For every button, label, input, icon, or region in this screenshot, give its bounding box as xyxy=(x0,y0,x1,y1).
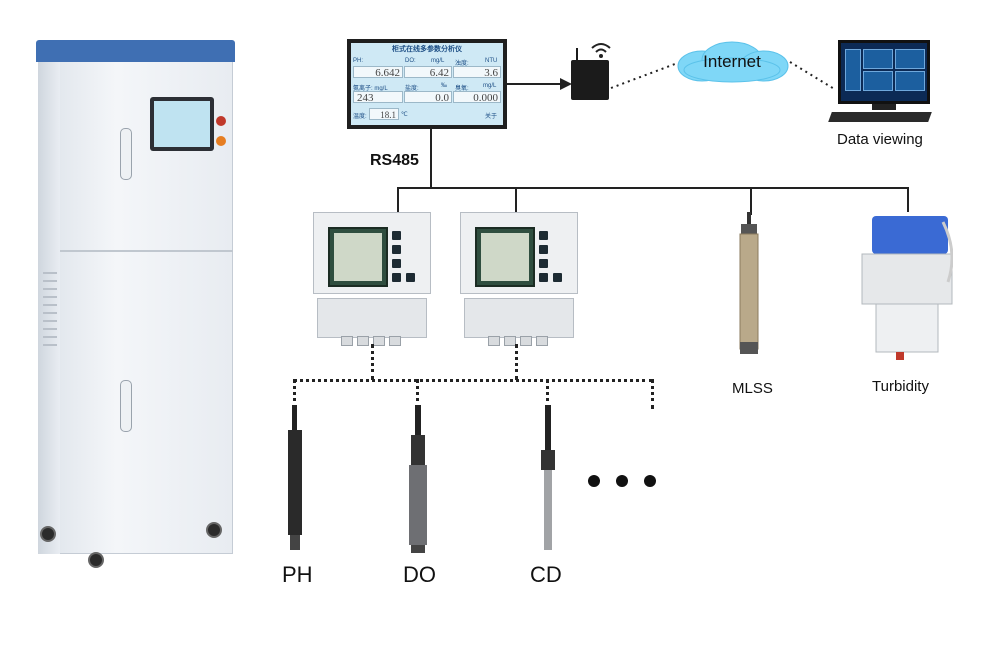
cd-probe-icon xyxy=(541,405,555,550)
cd-label: CD xyxy=(530,562,562,587)
ozone-label: 臭氧: xyxy=(455,86,469,92)
caster-wheel-icon xyxy=(40,526,56,542)
salinity-label: 盐度: xyxy=(405,86,419,92)
analyzer-controller xyxy=(460,212,578,346)
turbidity-value: 3.6 xyxy=(453,66,501,79)
arrow-head-icon xyxy=(560,78,572,90)
hmi-title: 柜式在线多参数分析仪 xyxy=(392,46,462,53)
do-value: 6.42 xyxy=(404,66,452,79)
ellipsis-icon xyxy=(616,475,628,487)
do-unit: mg/L xyxy=(431,58,445,64)
emergency-button-icon xyxy=(216,116,226,126)
cabinet-top-panel xyxy=(36,40,235,62)
bus-trunk xyxy=(430,129,432,188)
ozone-value: 0.000 xyxy=(453,91,501,104)
ozone-unit: mg/L xyxy=(483,83,497,89)
rs485-label: RS485 xyxy=(370,152,419,169)
turbidity-sensor-icon xyxy=(861,216,953,360)
internet-link xyxy=(789,61,837,91)
about-button[interactable]: 关于 xyxy=(485,114,498,120)
internet-cloud-icon: Internet xyxy=(672,40,792,84)
turbidity-label: Turbidity xyxy=(872,378,929,395)
cabinet-side xyxy=(38,62,60,554)
power-button-icon xyxy=(216,136,226,146)
caster-wheel-icon xyxy=(88,552,104,568)
salinity-unit: ‰ xyxy=(441,83,447,89)
keyboard-icon xyxy=(828,112,932,122)
lower-door-handle xyxy=(120,380,132,432)
analyzer-controller xyxy=(313,212,431,346)
temperature-unit: ℃ xyxy=(401,112,408,118)
wireless-link xyxy=(610,63,676,89)
do-label: DO xyxy=(403,562,436,587)
ph-label: PH: xyxy=(353,58,364,64)
ammonium-label: 氨离子: mg/L xyxy=(353,86,388,92)
cabinet-touch-screen xyxy=(150,97,214,151)
ammonium-value: 243 xyxy=(353,91,403,104)
hmi-display: 柜式在线多参数分析仪 PH: DO: mg/L 浊度: NTU 6.642 6.… xyxy=(347,39,507,129)
cabinet-door-divider xyxy=(60,250,233,252)
do-label: DO: xyxy=(405,58,416,64)
connector-line xyxy=(507,83,565,85)
wifi-router-icon xyxy=(571,48,609,100)
probe-wiring xyxy=(293,379,653,382)
ph-probe-icon xyxy=(288,405,302,550)
analyzer-cabinet xyxy=(36,40,235,568)
mlss-sensor-icon xyxy=(739,212,759,354)
ellipsis-icon xyxy=(588,475,600,487)
ellipsis-icon xyxy=(644,475,656,487)
upper-door-handle xyxy=(120,128,132,180)
temperature-value: 18.1 xyxy=(369,108,399,120)
hmi-screen: 柜式在线多参数分析仪 PH: DO: mg/L 浊度: NTU 6.642 6.… xyxy=(351,43,503,125)
caster-wheel-icon xyxy=(206,522,222,538)
turbidity-unit: NTU xyxy=(485,58,498,64)
do-probe-icon xyxy=(409,405,427,553)
monitor-stand xyxy=(872,104,896,110)
internet-label: Internet xyxy=(703,52,761,71)
salinity-value: 0.0 xyxy=(404,91,452,104)
rs485-bus-line xyxy=(397,187,909,189)
monitor-icon xyxy=(838,40,930,104)
temperature-label: 温度: xyxy=(353,114,367,120)
turbidity-label: 浊度: xyxy=(455,61,469,67)
mlss-label: MLSS xyxy=(732,380,773,397)
data-viewing-label: Data viewing xyxy=(837,131,923,148)
ph-label: PH xyxy=(282,562,313,587)
ph-value: 6.642 xyxy=(353,66,403,79)
wifi-signal-icon xyxy=(591,43,611,58)
